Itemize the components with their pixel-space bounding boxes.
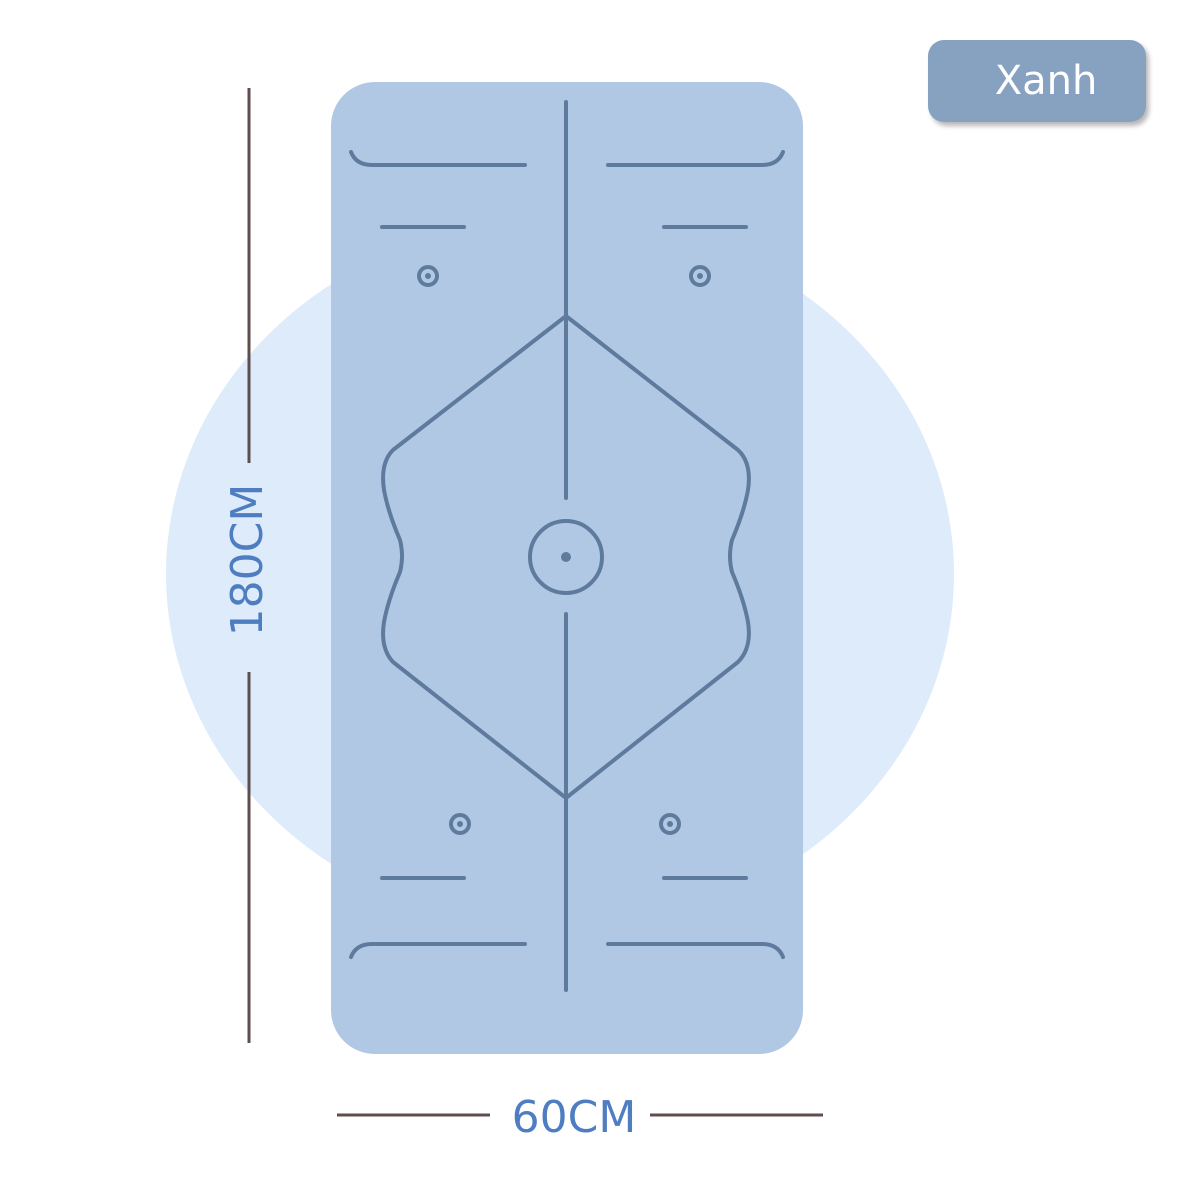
height-label: 180CM bbox=[222, 483, 273, 637]
width-label: 60CM bbox=[511, 1092, 637, 1143]
bottom-right-hook bbox=[606, 942, 785, 959]
color-badge-label: Xanh bbox=[994, 58, 1098, 104]
bottom-left-hook bbox=[349, 942, 527, 959]
center-diamond bbox=[381, 314, 751, 800]
top-left-hook bbox=[349, 150, 527, 167]
color-badge: Xanh bbox=[928, 40, 1146, 122]
alignment-lines bbox=[349, 100, 785, 992]
alignment-dots bbox=[425, 273, 703, 827]
center-circle bbox=[528, 519, 604, 595]
yoga-mat bbox=[331, 82, 803, 1054]
top-right-hook bbox=[606, 150, 785, 167]
